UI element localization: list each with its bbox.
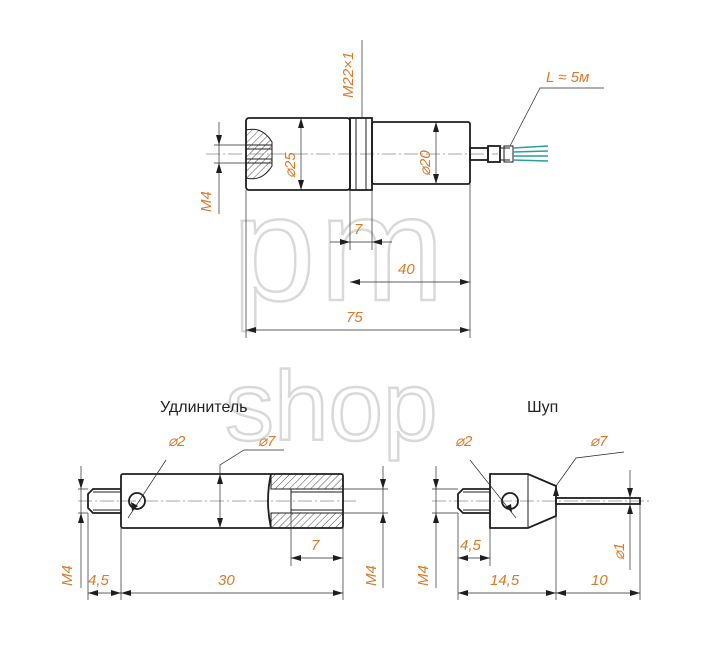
extension-title: Удлинитель xyxy=(160,399,247,416)
sensor-cable-boot xyxy=(487,145,501,163)
watermark-top: pm xyxy=(232,164,448,332)
cable-wires xyxy=(512,145,549,162)
thread-m4-label: M4 xyxy=(198,191,215,212)
cable-leader xyxy=(509,87,604,147)
probe-tip-diameter-label: ⌀1 xyxy=(611,543,628,560)
probe-drawing: Шуп ⌀2 ⌀7 ⌀1 M4 xyxy=(415,399,650,600)
extension-cross-hole xyxy=(128,492,146,510)
watermark: pm shop xyxy=(224,163,448,463)
dim-7-label: 7 xyxy=(354,221,363,238)
probe-hole-diameter-label: ⌀2 xyxy=(455,433,473,450)
extension-dim-7-label: 7 xyxy=(311,537,320,554)
extension-dim-30-label: 30 xyxy=(218,572,235,589)
extension-stub xyxy=(87,488,121,514)
sensor-pocket-section xyxy=(245,128,273,180)
dim-40-label: 40 xyxy=(398,261,415,278)
extension-m4-left-label: M4 xyxy=(59,565,76,586)
probe-body-diameter-label: ⌀7 xyxy=(590,433,608,450)
extension-hole-diameter-label: ⌀2 xyxy=(168,433,186,450)
probe-stub xyxy=(457,488,490,514)
watermark-bottom: shop xyxy=(225,351,438,461)
probe-dim-14-5-label: 14,5 xyxy=(490,572,520,589)
thread-m22-label: M22×1 xyxy=(340,52,357,98)
sensor-thread-hole xyxy=(245,144,273,164)
probe-dim-10-label: 10 xyxy=(591,572,608,589)
diameter-25-label: ⌀25 xyxy=(282,152,299,178)
cable-length-label: L ≈ 5м xyxy=(546,69,589,86)
probe-dim-4-5-label: 4,5 xyxy=(460,537,482,554)
dim-75-label: 75 xyxy=(346,309,363,326)
probe-m4-label: M4 xyxy=(415,565,432,586)
extension-drawing: Удлинитель ⌀2 ⌀7 M4 xyxy=(59,399,388,600)
extension-body-diameter-label: ⌀7 xyxy=(258,433,276,450)
extension-body xyxy=(120,473,344,529)
extension-m4-right-label: M4 xyxy=(363,565,380,586)
extension-dim-4-5-label: 4,5 xyxy=(88,572,110,589)
sensor-drawing: L ≈ 5м M22×1 ⌀25 ⌀20 M4 7 40 xyxy=(198,40,604,338)
diameter-20-label: ⌀20 xyxy=(417,150,434,176)
probe-title: Шуп xyxy=(527,399,558,416)
